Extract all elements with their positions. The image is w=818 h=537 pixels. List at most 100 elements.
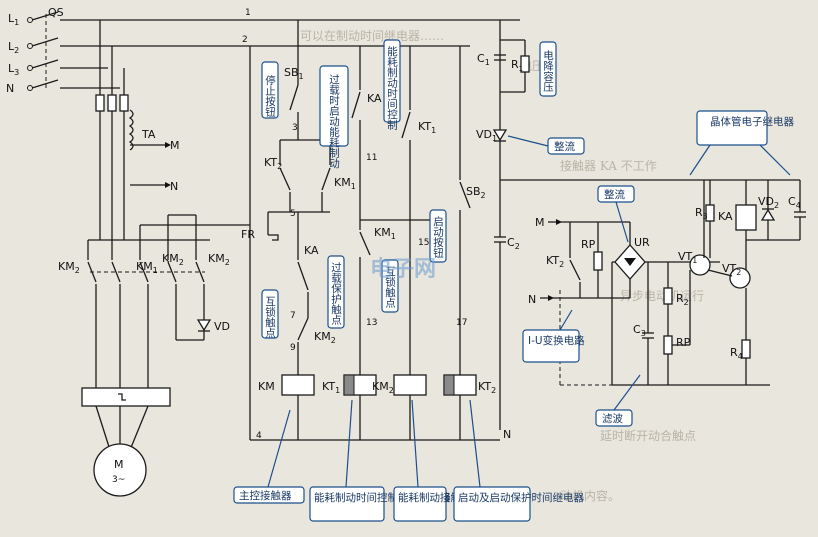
svg-text:13: 13	[366, 318, 377, 328]
label-L1: L	[8, 12, 15, 25]
svg-text:整流: 整流	[604, 188, 625, 201]
svg-text:KT1: KT1	[418, 120, 436, 135]
svg-text:SB1: SB1	[284, 66, 304, 81]
svg-text:KM1: KM1	[374, 226, 396, 241]
svg-text:SB2: SB2	[466, 185, 486, 200]
svg-text:KT2: KT2	[546, 254, 564, 269]
svg-text:KM: KM	[258, 380, 275, 393]
svg-text:KM2: KM2	[162, 252, 184, 267]
svg-text:VD2: VD2	[758, 195, 779, 210]
svg-text:M: M	[114, 458, 124, 471]
current-transformer: TA M N	[128, 109, 180, 193]
svg-text:R1: R1	[511, 58, 523, 73]
watermark: 电子网	[370, 257, 436, 282]
svg-text:动机内容。: 动机内容。	[560, 488, 620, 503]
svg-text:17: 17	[456, 318, 467, 328]
callout-interlock1: 互锁触点	[261, 289, 279, 339]
svg-text:RP: RP	[581, 238, 596, 251]
svg-text:KA: KA	[304, 244, 319, 257]
svg-text:异步电动机运行: 异步电动机运行	[620, 289, 704, 303]
control-circuit: SB1 3 KT2 KM1 5 FR KA 7 KM2 9 KM 4 KA 11	[241, 20, 500, 441]
svg-text:VT2: VT2	[722, 262, 741, 277]
svg-text:互锁触点: 互锁触点	[384, 266, 396, 309]
callout-main-contactor: 主控接触器	[233, 409, 305, 504]
svg-text:KT2: KT2	[478, 380, 496, 395]
svg-text:VT1: VT1	[678, 250, 697, 265]
svg-text:C4: C4	[788, 195, 801, 210]
svg-text:互锁触点: 互锁触点	[264, 296, 276, 339]
svg-text:L2: L2	[8, 40, 19, 55]
svg-text:M: M	[535, 216, 545, 229]
svg-text:9: 9	[290, 343, 296, 353]
svg-text:RP: RP	[676, 336, 691, 349]
svg-text:电降容压: 电降容压	[542, 49, 554, 93]
svg-text:UR: UR	[634, 236, 650, 249]
svg-text:主控接触器: 主控接触器	[239, 489, 292, 502]
svg-text:能耗制动时间控制: 能耗制动时间控制	[386, 45, 398, 130]
svg-text:停止按钮: 停止按钮	[264, 74, 276, 118]
svg-text:VD: VD	[214, 320, 230, 333]
svg-text:KT1: KT1	[322, 380, 340, 395]
svg-text:KA: KA	[718, 210, 733, 223]
svg-text:晶体管电子继电器: 晶体管电子继电器	[710, 115, 794, 128]
svg-text:C1: C1	[477, 52, 490, 67]
svg-text:R3: R3	[695, 206, 708, 221]
svg-text:R2: R2	[676, 292, 689, 307]
svg-text:KM2: KM2	[58, 260, 80, 275]
svg-text:11: 11	[366, 153, 377, 163]
svg-text:接触器 KA 不工作: 接触器 KA 不工作	[560, 158, 657, 173]
callout-stop-button: 停止按钮	[261, 61, 279, 119]
callout-start-protect: 启动及启动保护时间继电器	[453, 399, 584, 522]
fuses	[95, 20, 129, 240]
svg-text:启动按钮: 启动按钮	[432, 215, 444, 259]
svg-text:15: 15	[418, 238, 429, 248]
svg-text:KM2: KM2	[208, 252, 230, 267]
svg-text:KM2: KM2	[314, 330, 336, 345]
svg-text:N: N	[503, 428, 511, 441]
svg-text:KT2: KT2	[264, 156, 282, 171]
svg-text:TA: TA	[141, 128, 156, 141]
svg-text:过载时启动能耗制动: 过载时启动能耗制动	[328, 73, 340, 169]
callout-iu-convert: I-U变换电路	[522, 309, 585, 363]
main-contacts: KM2 KM1 KM2 KM2 VD	[58, 214, 250, 390]
callout-brake-time: 能耗制动时间控制	[383, 39, 401, 130]
svg-text:3~: 3~	[112, 475, 125, 485]
svg-text:3: 3	[292, 123, 298, 133]
callouts: 停止按钮 过载时启动能耗制动 能耗制动时间控制 电降容压 互锁触点 过载保护触点…	[233, 39, 794, 522]
callout-overload-start: 过载时启动能耗制动	[319, 65, 349, 169]
svg-text:L3: L3	[8, 62, 19, 77]
svg-text:N: N	[528, 293, 536, 306]
svg-text:过载保护触点: 过载保护触点	[330, 261, 342, 326]
motor: M 3~	[81, 387, 171, 497]
svg-text:整流: 整流	[554, 140, 575, 153]
label-N: N	[6, 82, 14, 95]
svg-text:启动及启动保护时间继电器: 启动及启动保护时间继电器	[458, 491, 584, 504]
svg-text:I-U变换电路: I-U变换电路	[528, 334, 585, 347]
callout-voltage-cap: 电降容压	[539, 41, 557, 97]
supply-lines: L1 L2 L3 N QS 1 2	[6, 6, 520, 95]
svg-text:7: 7	[290, 311, 296, 321]
svg-text:延时断开动合触点: 延时断开动合触点	[600, 428, 696, 443]
svg-text:KA: KA	[367, 92, 382, 105]
svg-text:C2: C2	[507, 236, 520, 251]
svg-text:KM2: KM2	[372, 380, 394, 395]
svg-text:可以在制动时间继电器……: 可以在制动时间继电器……	[300, 29, 444, 43]
callout-rectify2: 整流	[597, 185, 635, 243]
svg-text:N: N	[170, 180, 178, 193]
svg-text:KM1: KM1	[334, 176, 356, 191]
callout-filter: 滤波	[595, 374, 641, 427]
callout-overload-protect: 过载保护触点	[327, 255, 345, 329]
svg-text:KM1: KM1	[136, 260, 158, 275]
svg-text:L1: L1	[8, 12, 19, 27]
svg-text:滤波: 滤波	[602, 412, 623, 425]
callout-transistor-relay: 晶体管电子继电器	[689, 110, 794, 176]
svg-text:M: M	[170, 139, 180, 152]
svg-text:2: 2	[242, 35, 248, 45]
callout-interlock2: 互锁触点	[381, 259, 399, 313]
callout-start-button: 启动按钮	[429, 209, 447, 263]
electronic-relay: C1 R1 VD1 C2 N M N KT2 RP	[476, 20, 806, 441]
svg-text:4: 4	[256, 431, 262, 441]
callout-rectify1: 整流	[507, 135, 585, 155]
